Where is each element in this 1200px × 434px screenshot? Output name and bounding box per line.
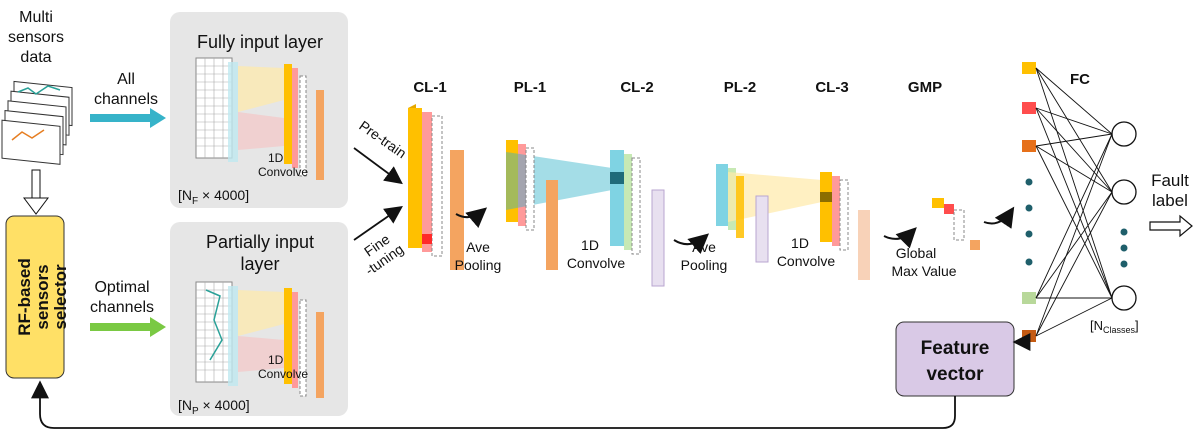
svg-text:Convolve: Convolve (258, 165, 308, 179)
sensors-label: Multi sensors data (8, 9, 64, 66)
fc-connections (1035, 67, 1113, 337)
global-max-label: Global Max Value (891, 245, 956, 279)
svg-text:1D: 1D (268, 353, 284, 367)
svg-text:selector: selector (51, 264, 70, 330)
svg-text:Pooling: Pooling (455, 257, 502, 273)
fc-input-column (1022, 62, 1036, 342)
fully-input-grid (195, 57, 324, 180)
feedback-path (31, 380, 956, 429)
conv-2-label: 1D Convolve (777, 235, 836, 269)
cl1-to-pl1-arrow (455, 207, 488, 229)
svg-text:All: All (117, 71, 135, 88)
fully-input-title: Fully input layer (197, 32, 323, 52)
svg-text:RF-based: RF-based (15, 258, 34, 335)
sensor-data-stack (1, 80, 73, 165)
svg-text:sensors: sensors (33, 264, 52, 329)
cl2-to-pl2-arrow (673, 233, 710, 255)
svg-text:Optimal: Optimal (94, 279, 149, 296)
fully-input-conv-label: 1D Convolve (258, 151, 308, 179)
feature-vector-label: Feature vector (921, 338, 990, 385)
gmp-block (932, 198, 980, 250)
svg-text:Convolve: Convolve (258, 367, 308, 381)
n-classes-label: [NClasses] (1090, 318, 1139, 335)
optimal-channels-arrow (90, 317, 166, 337)
ave-pool-1-label: Ave Pooling (455, 239, 502, 273)
pretrain-arrow (353, 147, 403, 185)
svg-text:Feature: Feature (921, 338, 990, 359)
svg-text:sensors: sensors (8, 29, 64, 46)
svg-text:Multi: Multi (19, 9, 53, 26)
pl2-block (716, 164, 822, 263)
partially-input-conv-label: 1D Convolve (258, 353, 308, 381)
svg-text:Ave: Ave (466, 239, 490, 255)
layer-title-pl2: PL-2 (724, 79, 757, 96)
layer-title-fc: FC (1070, 71, 1090, 88)
layer-title-cl3: CL-3 (815, 79, 848, 96)
svg-text:Pooling: Pooling (681, 257, 728, 273)
cl3-block (820, 172, 870, 280)
svg-text:layer: layer (240, 254, 279, 274)
rf-sensors-selector (5, 215, 65, 379)
layer-title-gmp: GMP (908, 79, 942, 96)
conv-1-label: 1D Convolve (567, 237, 626, 271)
svg-text:Convolve: Convolve (777, 253, 836, 269)
svg-text:Global: Global (896, 245, 936, 261)
sensors-to-selector-arrow (23, 169, 49, 215)
cl2-block (610, 150, 665, 287)
svg-text:label: label (1152, 191, 1188, 210)
layer-title-pl1: PL-1 (514, 79, 547, 96)
partially-input-grid (195, 281, 324, 398)
finetune-arrow (353, 205, 403, 241)
layer-titles: CL-1 PL-1 CL-2 PL-2 CL-3 GMP FC (413, 71, 1090, 96)
cl1-block (408, 104, 464, 270)
fully-input-size: [NF × 4000] (178, 187, 249, 207)
selector-label: RF-based sensors selector (15, 258, 70, 335)
layer-title-cl1: CL-1 (413, 79, 446, 96)
svg-text:Partially input: Partially input (206, 232, 314, 252)
fault-label-arrow (1149, 214, 1193, 238)
svg-text:1D: 1D (581, 237, 599, 253)
svg-text:Ave: Ave (692, 239, 716, 255)
svg-text:vector: vector (926, 364, 984, 385)
partially-input-title: Partially input layer (206, 232, 314, 274)
fc-output-nodes (1111, 121, 1137, 311)
ave-pool-2-label: Ave Pooling (681, 239, 728, 273)
svg-text:channels: channels (90, 299, 154, 316)
svg-text:Max Value: Max Value (891, 263, 956, 279)
all-channels-arrow (90, 108, 166, 128)
cl3-to-gmp-arrow (883, 227, 917, 249)
gmp-to-fc-arrow (983, 206, 1015, 229)
svg-text:Fault: Fault (1151, 171, 1189, 190)
layer-title-cl2: CL-2 (620, 79, 653, 96)
optimal-channels-label: Optimal channels (90, 279, 154, 316)
fault-label: Fault label (1151, 171, 1189, 210)
svg-text:channels: channels (94, 91, 158, 108)
svg-text:1D: 1D (791, 235, 809, 251)
all-channels-label: All channels (94, 71, 158, 108)
svg-text:Convolve: Convolve (567, 255, 626, 271)
pl1-block (506, 140, 612, 270)
svg-text:1D: 1D (268, 151, 284, 165)
partially-input-size: [NP × 4000] (178, 397, 250, 417)
svg-text:data: data (20, 49, 51, 66)
